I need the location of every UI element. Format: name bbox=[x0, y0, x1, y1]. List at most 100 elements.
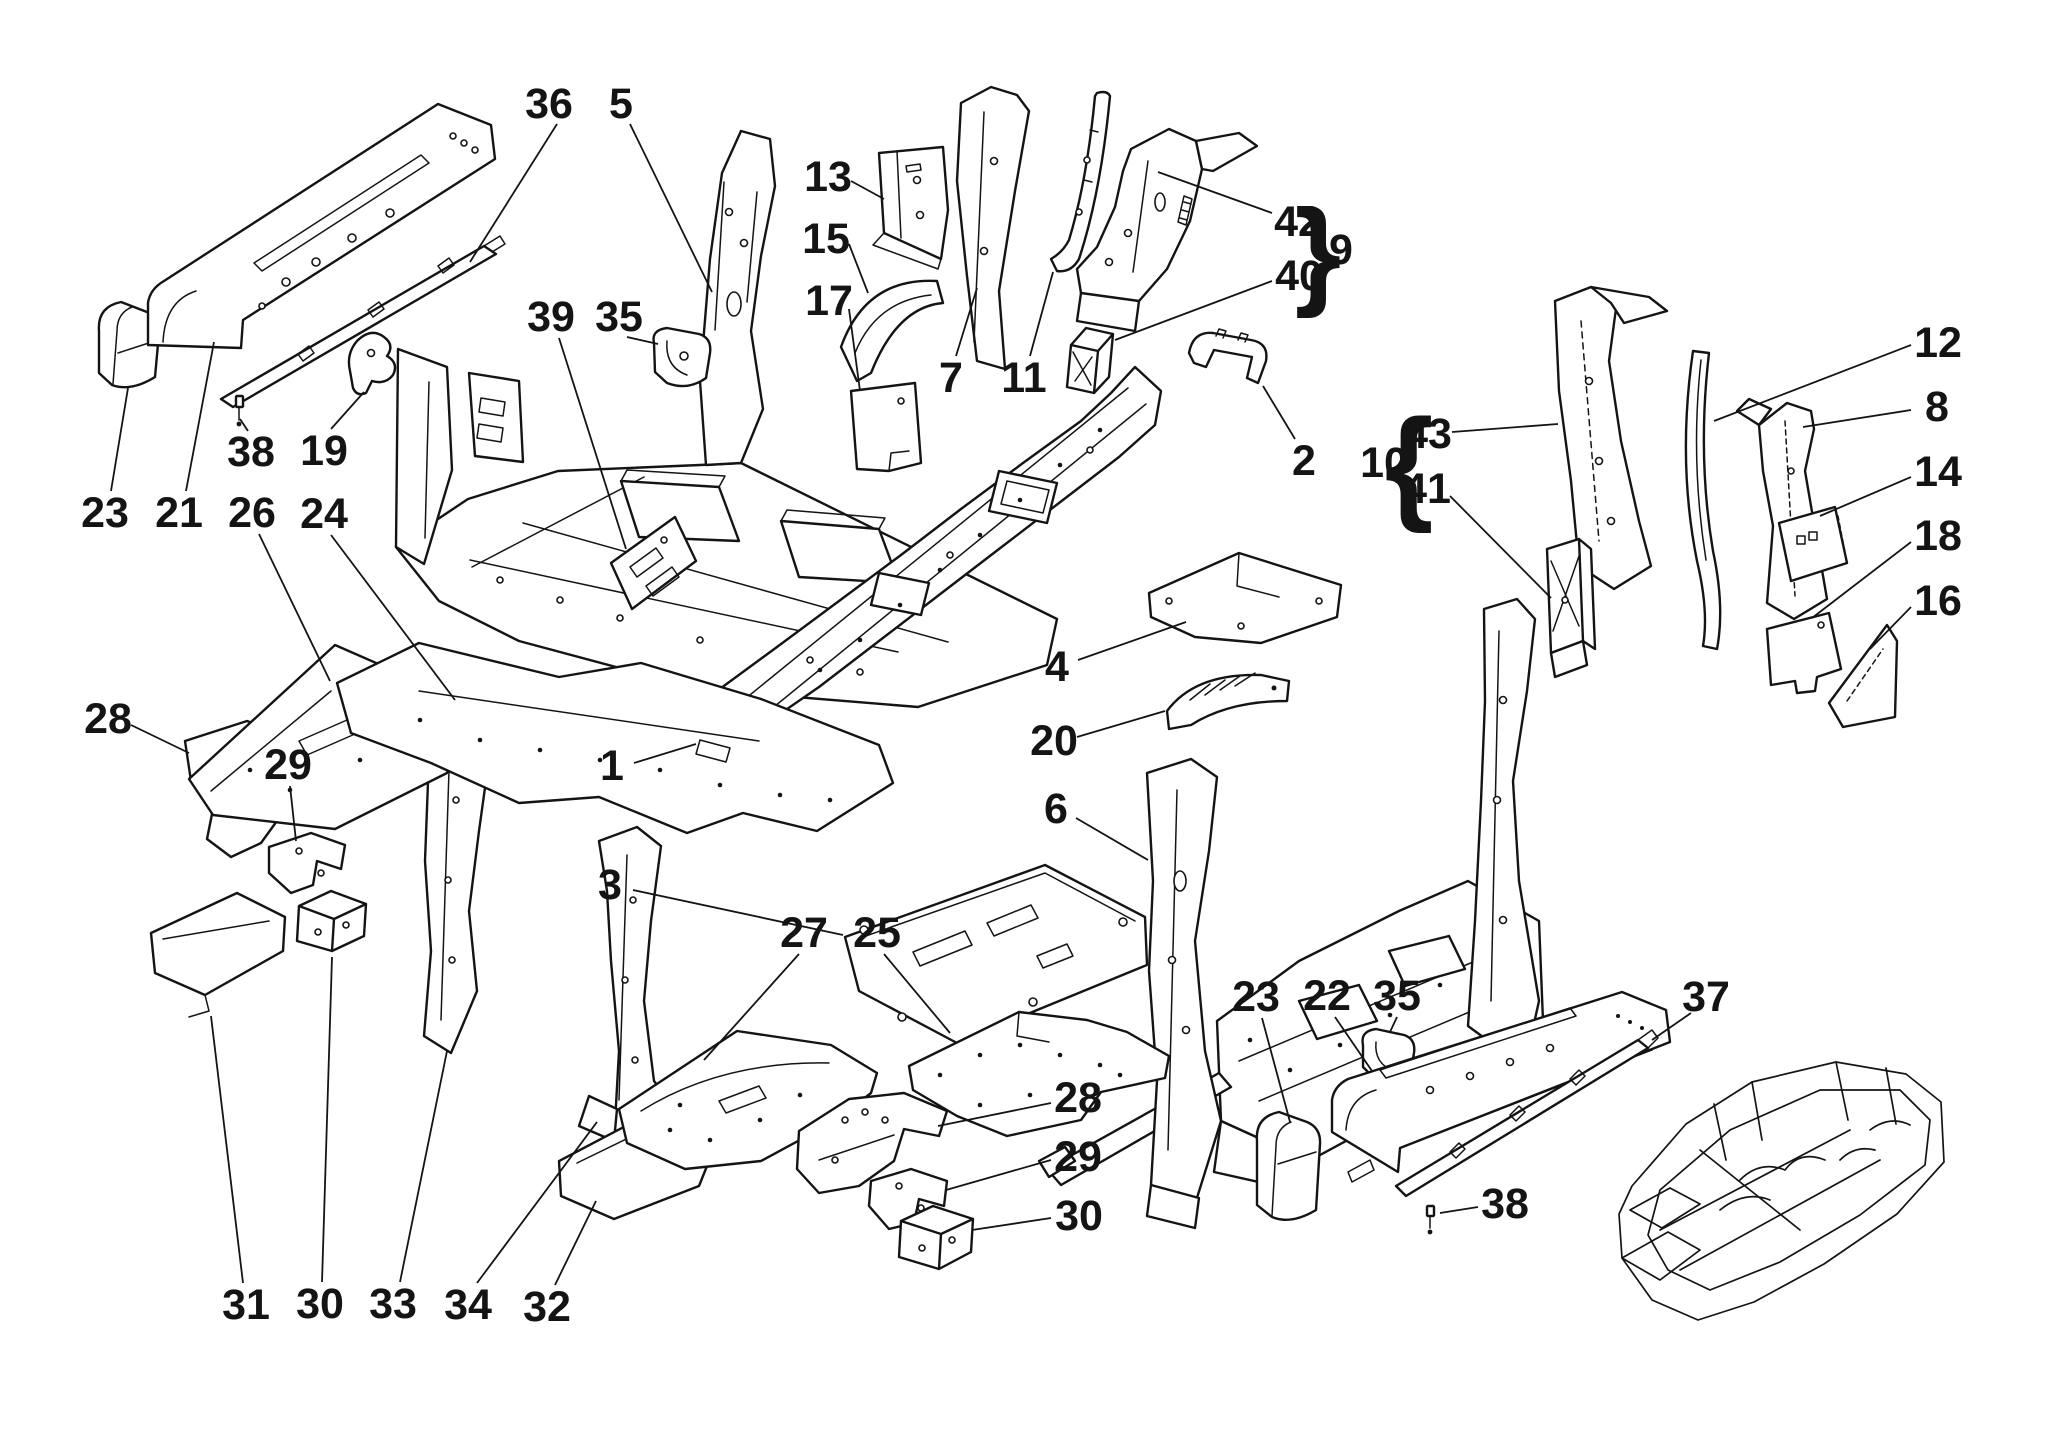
callout-label-c22: 22 bbox=[1303, 972, 1351, 1020]
part-curved-rail-11 bbox=[1049, 90, 1112, 273]
callout-label-c8: 8 bbox=[1925, 383, 1949, 431]
callout-label-c38b: 38 bbox=[1481, 1180, 1529, 1228]
leader-line-c16 bbox=[1869, 606, 1912, 650]
leader-line-c18 bbox=[1811, 541, 1912, 619]
part-floor-assembly-6 bbox=[1037, 597, 1545, 1230]
part-sill-outer-panel-rear bbox=[146, 102, 497, 350]
callout-label-c17: 17 bbox=[805, 277, 853, 325]
part-hook-bracket-19 bbox=[347, 331, 397, 396]
callout-label-c20: 20 bbox=[1030, 717, 1078, 765]
callout-label-c26: 26 bbox=[228, 489, 276, 537]
leader-line-c6 bbox=[1075, 817, 1149, 861]
leader-line-c13 bbox=[850, 180, 885, 200]
callout-label-c25: 25 bbox=[853, 909, 901, 957]
part-sill-reinforcement-strip bbox=[219, 235, 506, 409]
part-curved-bracket-2 bbox=[1187, 328, 1268, 385]
callout-label-c15: 15 bbox=[802, 215, 850, 263]
callout-label-c40: 40 bbox=[1275, 252, 1323, 300]
leader-line-c2 bbox=[1262, 385, 1296, 440]
callout-label-c12: 12 bbox=[1914, 319, 1962, 367]
leader-line-c31 bbox=[210, 1015, 244, 1284]
leader-line-c7 bbox=[955, 287, 978, 357]
leader-line-c19 bbox=[330, 391, 365, 430]
part-box-30-left bbox=[295, 889, 368, 953]
leader-line-c40 bbox=[1114, 280, 1273, 341]
part-pillar-panel-7 bbox=[955, 85, 1031, 371]
part-box-40 bbox=[1065, 326, 1115, 395]
callout-label-c19: 19 bbox=[300, 427, 348, 475]
leader-line-c38a bbox=[239, 418, 249, 432]
callout-label-c29b: 29 bbox=[1054, 1133, 1102, 1181]
leader-line-c11 bbox=[1029, 271, 1054, 357]
part-cup-35-left bbox=[652, 326, 712, 388]
callout-label-c13: 13 bbox=[804, 153, 852, 201]
callout-label-c42: 42 bbox=[1274, 198, 1322, 246]
leader-line-c30a bbox=[321, 956, 333, 1283]
leader-line-c4 bbox=[1077, 621, 1187, 661]
part-floor-panel-24 bbox=[335, 641, 895, 835]
leader-line-c33 bbox=[399, 1050, 448, 1283]
part-windshield-rail-12 bbox=[1684, 349, 1722, 651]
part-wedge-panel-16 bbox=[1827, 623, 1899, 729]
part-screw-left bbox=[234, 394, 245, 427]
leader-line-c28a bbox=[130, 724, 190, 754]
part-floor-panel-4 bbox=[1147, 551, 1343, 645]
callout-label-c35a: 35 bbox=[595, 293, 643, 341]
callout-label-c11: 11 bbox=[1001, 354, 1046, 402]
part-sheet-31 bbox=[149, 891, 287, 1018]
leader-line-c20 bbox=[1076, 710, 1166, 738]
leader-line-c29a bbox=[289, 785, 297, 842]
leader-line-c43 bbox=[1451, 423, 1559, 433]
callout-label-c34: 34 bbox=[444, 1281, 492, 1329]
leader-line-c34 bbox=[476, 1121, 598, 1284]
callout-label-c28a: 28 bbox=[84, 695, 132, 743]
callout-label-c16: 16 bbox=[1914, 577, 1962, 625]
part-end-cap-23-bottom bbox=[1255, 1110, 1322, 1221]
callout-label-c6: 6 bbox=[1044, 785, 1068, 833]
callout-label-c24: 24 bbox=[300, 490, 348, 538]
part-plate-18 bbox=[1765, 611, 1843, 695]
part-sill-scuff-20 bbox=[1165, 672, 1291, 731]
part-bracket-plate-39 bbox=[609, 515, 698, 611]
part-clamp-29-left bbox=[267, 831, 347, 895]
part-b-pillar-assembly-42 bbox=[1075, 127, 1259, 333]
callout-label-c36: 36 bbox=[525, 80, 573, 128]
leader-line-c27 bbox=[703, 953, 800, 1061]
callout-label-c1: 1 bbox=[600, 742, 624, 790]
group-brace-b9: } bbox=[1295, 185, 1342, 319]
callout-label-c9: 9 bbox=[1329, 226, 1353, 274]
callout-label-c3: 3 bbox=[598, 861, 622, 909]
leader-line-c23a bbox=[110, 387, 129, 492]
callout-label-c30a: 30 bbox=[296, 1280, 344, 1328]
leader-line-c1 bbox=[633, 743, 697, 764]
leader-line-c15 bbox=[848, 243, 869, 294]
callout-label-c41: 41 bbox=[1403, 465, 1451, 513]
leader-line-c14 bbox=[1819, 476, 1912, 517]
callout-label-c2: 2 bbox=[1292, 437, 1316, 485]
leader-line-c37 bbox=[1651, 1012, 1692, 1041]
part-bracket-28-mid bbox=[795, 1091, 949, 1195]
part-pillar-33 bbox=[422, 741, 491, 1055]
callout-label-c14: 14 bbox=[1914, 448, 1962, 496]
callout-label-c5: 5 bbox=[609, 80, 633, 128]
chassis-overview-thumbnail bbox=[1618, 1061, 1945, 1321]
callout-label-c37: 37 bbox=[1682, 973, 1730, 1021]
leader-line-c5 bbox=[629, 123, 713, 293]
callout-label-c4: 4 bbox=[1045, 643, 1069, 691]
leader-line-c35b bbox=[1389, 1016, 1398, 1033]
part-bracket-13 bbox=[872, 145, 950, 270]
callout-label-c7: 7 bbox=[939, 354, 963, 402]
callout-label-c43: 43 bbox=[1404, 410, 1452, 458]
leader-line-c23b bbox=[1261, 1017, 1291, 1123]
leader-line-c29b bbox=[945, 1159, 1052, 1191]
callout-label-c18: 18 bbox=[1914, 512, 1962, 560]
leader-line-c28b bbox=[937, 1102, 1052, 1127]
callout-label-c27: 27 bbox=[780, 909, 828, 957]
leader-line-c35a bbox=[626, 336, 659, 345]
part-box-30-mid bbox=[897, 1204, 975, 1271]
part-plate-17 bbox=[849, 381, 923, 473]
part-clamp-29-mid bbox=[867, 1167, 949, 1231]
callout-label-c10: 10 bbox=[1360, 439, 1408, 487]
